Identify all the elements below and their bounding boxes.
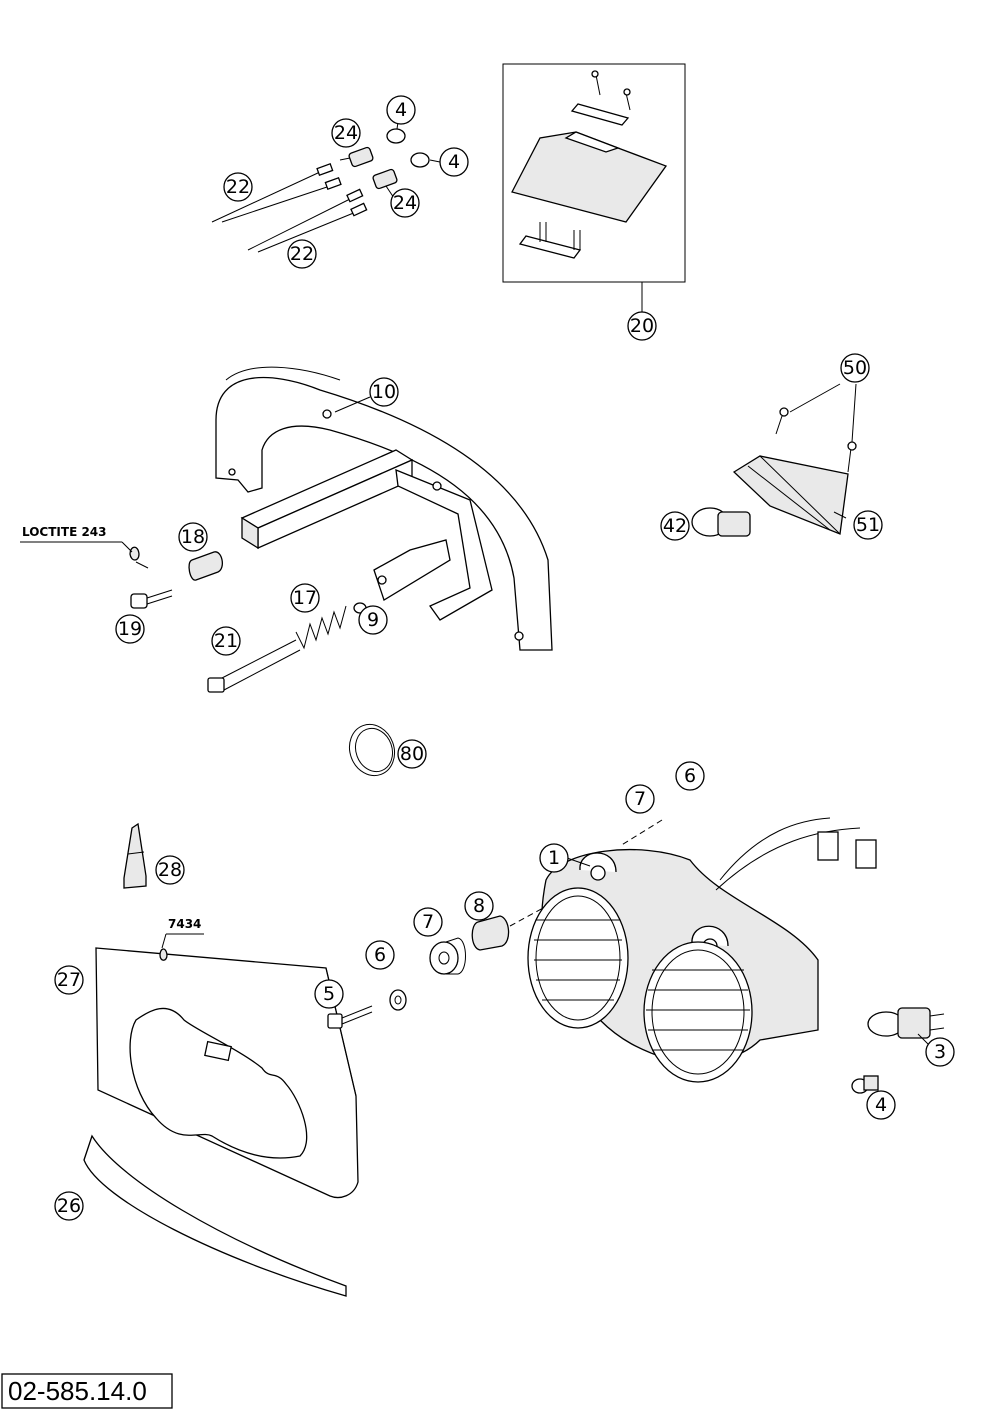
callout-9: 9 [358,605,388,635]
callout-50: 50 [840,353,870,383]
number-plate [83,947,359,1297]
callout-24a: 24 [331,118,361,148]
tail-light [691,383,857,537]
svg-text:19: 19 [118,618,142,640]
callout-6b: 6 [365,940,395,970]
callout-51: 51 [853,510,883,540]
bulbs-right [851,1007,945,1094]
callout-3: 3 [925,1037,955,1067]
svg-text:02-585.14.0: 02-585.14.0 [8,1376,147,1406]
svg-text:1: 1 [548,847,560,869]
svg-text:28: 28 [158,859,182,881]
svg-text:21: 21 [214,630,238,652]
svg-text:20: 20 [630,315,654,337]
callout-7a: 7 [625,784,655,814]
callout-27: 27 [54,965,84,995]
svg-text:LOCTITE 243: LOCTITE 243 [22,525,107,539]
callout-17: 17 [290,583,320,613]
svg-text:10: 10 [372,381,396,403]
hose-clamp [348,723,396,777]
bracket-kit-box [502,63,686,312]
callout-19: 19 [115,614,145,644]
mask-bracket [215,366,553,651]
svg-text:51: 51 [856,514,880,536]
svg-text:22: 22 [290,243,314,265]
svg-text:50: 50 [843,357,867,379]
svg-text:17: 17 [293,587,317,609]
callout-28: 28 [155,855,185,885]
drawing-number: 02-585.14.0 [1,1373,173,1409]
svg-text:80: 80 [400,743,424,765]
callout-42: 42 [660,511,690,541]
svg-text:22: 22 [226,176,250,198]
svg-text:42: 42 [663,515,687,537]
svg-text:4: 4 [395,99,407,121]
callout-4b: 4 [439,147,469,177]
svg-text:8: 8 [473,895,485,917]
wires-and-sockets [211,121,441,253]
svg-text:26: 26 [57,1195,81,1217]
code-7434-label: 7434 [161,917,204,949]
callout-4c: 4 [866,1090,896,1120]
svg-text:4: 4 [875,1094,887,1116]
callout-7b: 7 [413,907,443,937]
svg-text:6: 6 [374,944,386,966]
callout-8: 8 [464,891,494,921]
callout-22a: 22 [223,172,253,202]
callout-1: 1 [539,843,569,873]
svg-text:7434: 7434 [168,917,201,931]
svg-text:24: 24 [393,192,417,214]
svg-text:18: 18 [181,526,205,548]
callout-20: 20 [627,311,657,341]
svg-text:4: 4 [448,151,460,173]
callout-5: 5 [314,979,344,1009]
svg-text:27: 27 [57,969,81,991]
svg-text:6: 6 [684,765,696,787]
grease-tube [123,822,147,889]
loctite-label: LOCTITE 243 [20,525,133,553]
callout-18: 18 [178,522,208,552]
svg-text:7: 7 [422,911,434,933]
callout-10: 10 [369,377,399,407]
svg-text:7: 7 [634,788,646,810]
headlight-mounting [327,887,581,1029]
callout-26: 26 [54,1191,84,1221]
callout-22b: 22 [287,239,317,269]
callout-24b: 24 [390,188,420,218]
svg-text:5: 5 [323,983,335,1005]
headlight-assembly [527,817,877,1083]
svg-text:24: 24 [334,122,358,144]
fasteners-left [129,546,367,693]
callout-6a: 6 [675,761,705,791]
callout-4a: 4 [386,95,416,125]
callout-21: 21 [211,626,241,656]
callout-80: 80 [397,739,427,769]
svg-text:3: 3 [934,1041,946,1063]
svg-text:9: 9 [367,609,379,631]
